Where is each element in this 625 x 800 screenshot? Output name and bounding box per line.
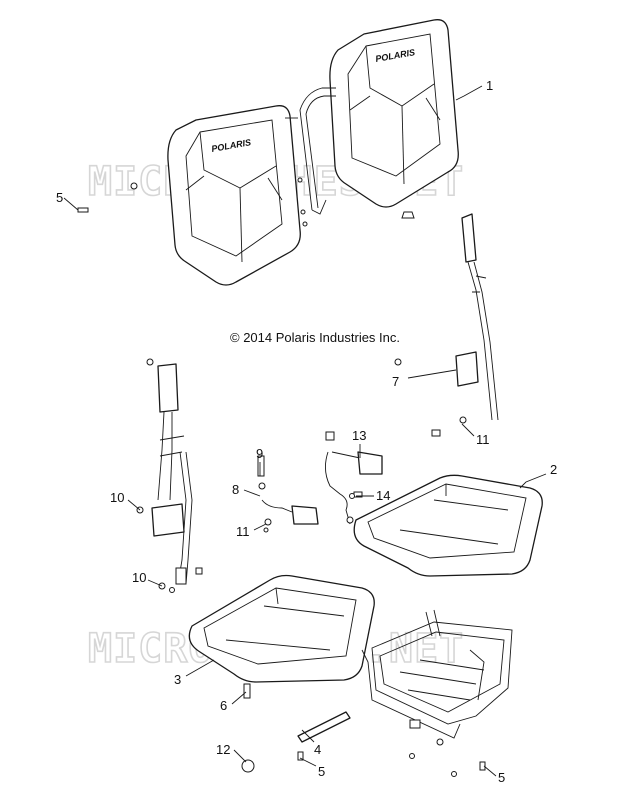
seat-bottom-left <box>188 574 375 683</box>
callout-11-right: 11 <box>476 432 490 447</box>
buckle-harness-8 <box>258 482 319 533</box>
callout-3: 3 <box>174 672 181 687</box>
callout-4: 4 <box>314 742 321 757</box>
seat-belt-right <box>394 213 499 437</box>
callout-1: 1 <box>486 78 493 93</box>
callout-6: 6 <box>220 698 227 713</box>
callout-2: 2 <box>550 462 557 477</box>
nut-back-right <box>401 211 415 219</box>
seat-belt-left <box>136 358 203 593</box>
callout-10-lower: 10 <box>132 570 146 585</box>
seat-back-left: POLARIS <box>167 105 301 286</box>
seat-frame-bracket <box>285 87 336 227</box>
seat-back-right: POLARIS <box>329 19 459 208</box>
nut-12 <box>241 759 255 773</box>
seat-base-frame <box>361 609 513 777</box>
bracket-4 <box>297 711 351 743</box>
callout-5-bottom-left: 5 <box>318 764 325 779</box>
callout-8: 8 <box>232 482 239 497</box>
screw-14 <box>349 493 355 499</box>
buckle-harness-13 <box>325 431 383 525</box>
callout-7: 7 <box>392 374 399 389</box>
screw-5-bottom-right <box>479 761 486 771</box>
seat-bottom-right <box>353 474 543 577</box>
copyright-notice: © 2014 Polaris Industries Inc. <box>230 330 400 345</box>
callout-14: 14 <box>376 488 390 503</box>
screw-5-top <box>77 207 89 213</box>
callout-5-bottom-right: 5 <box>498 770 505 785</box>
bolt-9 <box>257 455 265 477</box>
stud-6 <box>243 683 251 699</box>
callout-13: 13 <box>352 428 366 443</box>
leader-lines <box>63 85 547 777</box>
callout-5-top: 5 <box>56 190 63 205</box>
callout-10-upper: 10 <box>110 490 124 505</box>
callout-11-left: 11 <box>236 524 250 539</box>
screw-5-bottom-left <box>297 751 304 761</box>
callout-12: 12 <box>216 742 230 757</box>
nut-back-left <box>130 182 138 190</box>
callout-9: 9 <box>256 446 263 461</box>
